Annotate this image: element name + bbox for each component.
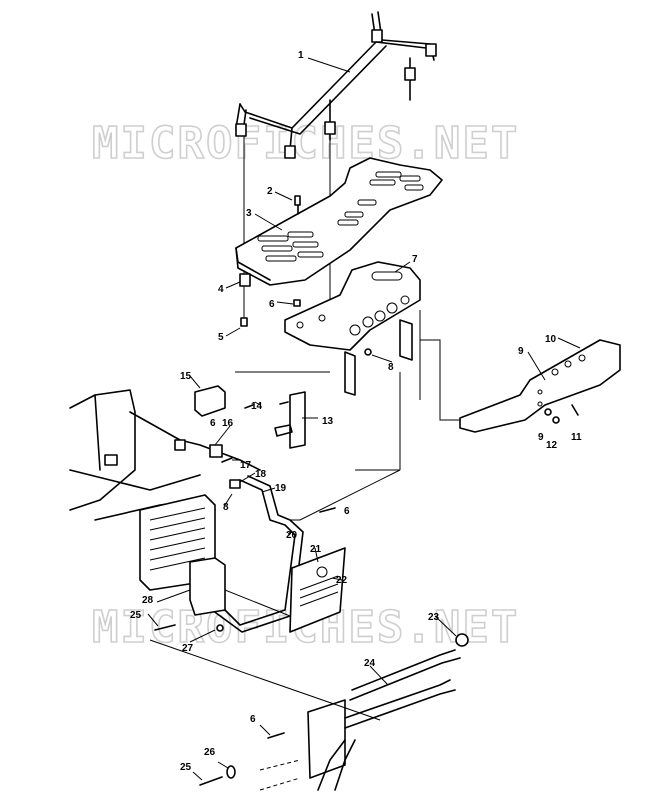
callout-17: 17 [240, 460, 252, 471]
callout-5: 5 [218, 332, 224, 343]
callout-7: 7 [412, 254, 418, 265]
callout-14: 14 [251, 401, 263, 412]
callout-12: 12 [546, 440, 558, 451]
fasteners [154, 195, 579, 786]
callout-6a: 6 [269, 299, 275, 310]
callout-8a: 8 [388, 362, 394, 373]
callout-19: 19 [275, 483, 287, 494]
callout-4: 4 [218, 284, 224, 295]
callout-24: 24 [364, 658, 376, 669]
bumper-guard-part-10 [459, 339, 621, 433]
callout-26: 26 [204, 747, 216, 758]
callout-11: 11 [571, 432, 582, 443]
callout-15: 15 [180, 371, 192, 382]
callout-18: 18 [255, 469, 267, 480]
rack-tube-part-1 [235, 11, 437, 159]
rack-support-part-7 [284, 261, 421, 396]
callout-13: 13 [322, 416, 334, 427]
callout-6d: 6 [210, 418, 216, 429]
front-rack-grate-part-3 [235, 157, 443, 286]
callout-20: 20 [286, 530, 298, 541]
callout-10: 10 [545, 334, 557, 345]
callout-3: 3 [246, 208, 252, 219]
callout-21: 21 [310, 544, 322, 555]
callout-9b: 9 [538, 432, 544, 443]
callout-16: 16 [222, 418, 234, 429]
callout-8b: 8 [223, 502, 229, 513]
panel-part-22 [289, 547, 346, 633]
callout-labels: 1 2 3 4 5 6 6 6 6 7 8 8 9 9 10 11 12 13 … [130, 50, 582, 773]
tube-guard-part-20 [189, 475, 304, 633]
callout-6c: 6 [250, 714, 256, 725]
leader-lines [147, 57, 581, 781]
callout-6b: 6 [344, 506, 350, 517]
callout-2: 2 [267, 186, 273, 197]
callout-1: 1 [298, 50, 304, 61]
bracket-part-13 [274, 391, 306, 449]
callout-22: 22 [336, 575, 348, 586]
callout-28: 28 [142, 595, 154, 606]
callout-23: 23 [428, 612, 440, 623]
callout-25a: 25 [130, 610, 142, 621]
callout-9a: 9 [518, 346, 524, 357]
callout-27: 27 [182, 643, 194, 654]
front-bumper-part-24 [259, 633, 469, 791]
lamp-part-15 [194, 385, 226, 417]
watermark-top: MICROFICHES.NET [92, 118, 519, 169]
callout-25b: 25 [180, 762, 192, 773]
